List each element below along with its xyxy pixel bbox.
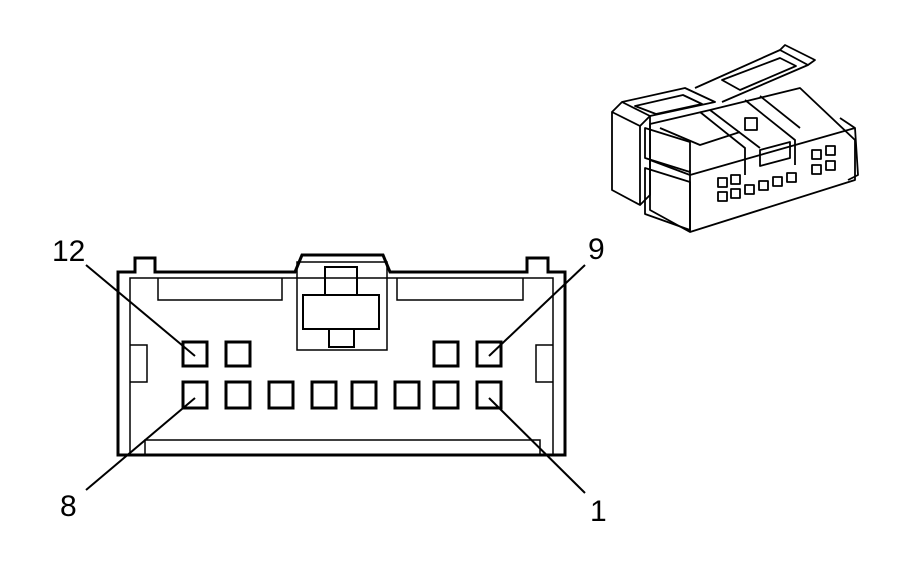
bottom-rail — [144, 439, 541, 455]
pin-cavity-10 — [432, 340, 460, 368]
pin-label-12: 12 — [52, 235, 85, 268]
housing-outline — [116, 253, 567, 457]
leader-line-12 — [85, 264, 196, 357]
pin-cavity-7 — [224, 380, 252, 410]
connector-face — [116, 253, 567, 457]
leader-line-1 — [488, 397, 586, 494]
connector-3d-view — [611, 44, 859, 233]
leader-line-9 — [488, 264, 586, 357]
inner-wall — [129, 277, 554, 455]
pin-cavity-9 — [475, 340, 503, 368]
pin-label-1: 1 — [590, 495, 607, 528]
top-right-recess — [396, 278, 524, 301]
pin-cavity-12 — [181, 340, 209, 368]
pin-cavity-3 — [393, 380, 421, 410]
pin-cavity-11 — [224, 340, 252, 368]
pin-label-8: 8 — [60, 490, 77, 523]
left-rib — [130, 344, 148, 383]
leader-lines — [85, 264, 586, 494]
lower-pin-row — [181, 380, 503, 410]
pin-cavity-6 — [267, 380, 295, 410]
top-left-recess — [157, 278, 283, 301]
pin-cavity-2 — [432, 380, 460, 410]
pin-number-labels: 12 9 8 1 — [52, 233, 607, 528]
pin-cavity-1 — [475, 380, 503, 410]
leader-line-8 — [85, 397, 196, 491]
pin-cavity-8 — [181, 380, 209, 410]
pin-cavity-5 — [310, 380, 338, 410]
upper-pin-row — [181, 340, 503, 368]
pin-cavity-4 — [350, 380, 378, 410]
right-rib — [535, 344, 553, 383]
pin-label-9: 9 — [588, 233, 605, 266]
center-latch — [296, 261, 388, 351]
